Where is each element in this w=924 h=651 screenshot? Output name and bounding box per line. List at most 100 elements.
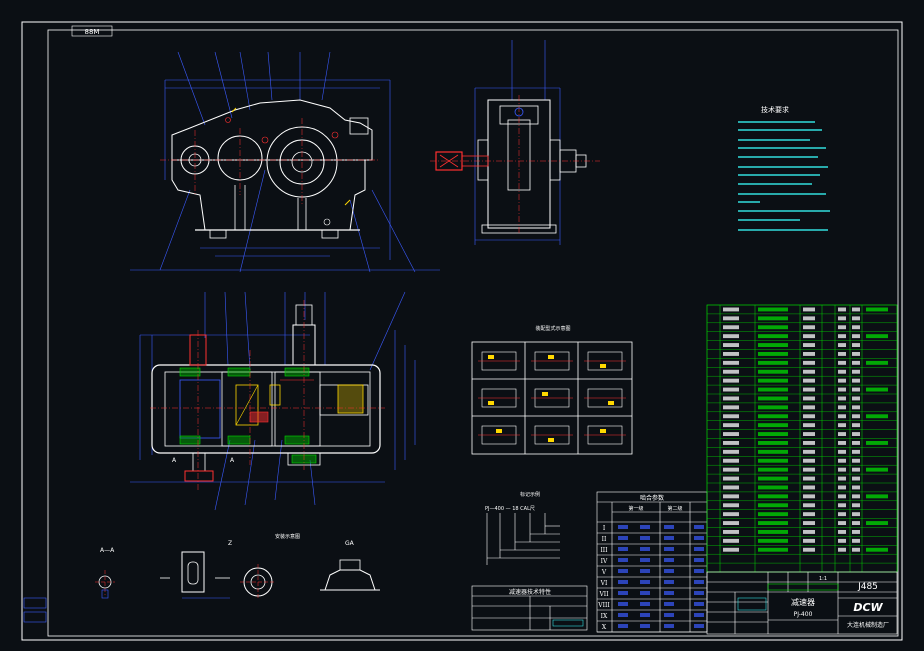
bom-cell-text bbox=[758, 476, 788, 481]
bom-cell-text bbox=[803, 476, 815, 481]
mesh-value-cell bbox=[618, 580, 628, 584]
bom-cell-text bbox=[803, 503, 815, 508]
bom-cell-text bbox=[723, 423, 739, 428]
bom-cell-text bbox=[852, 476, 860, 481]
bom-cell-text bbox=[723, 538, 739, 543]
bom-cell-text bbox=[803, 530, 815, 534]
mesh-value-cell bbox=[664, 558, 674, 562]
bom-cell-text bbox=[723, 316, 739, 321]
bom-cell-text bbox=[852, 467, 860, 472]
mesh-value-cell bbox=[694, 547, 704, 551]
mesh-value-cell bbox=[664, 547, 674, 551]
mesh-value-cell bbox=[640, 580, 650, 584]
bom-cell-text bbox=[803, 547, 815, 552]
mesh-row-label: III bbox=[600, 547, 608, 554]
mesh-table bbox=[596, 491, 708, 633]
bom-cell-text bbox=[803, 494, 815, 499]
bom-cell-text bbox=[723, 449, 739, 454]
bom-cell-text bbox=[852, 405, 860, 410]
bom-cell-text bbox=[838, 485, 846, 490]
bom-cell-text bbox=[758, 432, 788, 436]
code-box bbox=[71, 25, 113, 37]
mesh-value-cell bbox=[618, 558, 628, 562]
bom-cell-text bbox=[838, 467, 846, 472]
bom-cell-text bbox=[803, 521, 815, 525]
section-aa-label: A—A bbox=[100, 547, 115, 554]
mesh-value-cell bbox=[618, 547, 628, 551]
bom-cell-text bbox=[803, 325, 815, 330]
mesh-value-cell bbox=[640, 547, 650, 551]
bom-cell-text bbox=[803, 307, 815, 312]
bom-cell-text bbox=[852, 441, 860, 445]
bom-cell-text bbox=[758, 449, 788, 454]
bom-cell-text bbox=[838, 458, 846, 463]
bom-cell-text bbox=[852, 538, 860, 543]
bom-cell-text bbox=[803, 378, 815, 383]
bom-cell-text bbox=[723, 405, 739, 410]
bom-cell-text bbox=[852, 360, 860, 365]
bom-cell-text bbox=[852, 316, 860, 321]
mesh-value-cell bbox=[694, 536, 704, 540]
bom-cell-text bbox=[758, 530, 788, 534]
outer-border bbox=[21, 21, 903, 641]
mesh-row-label: II bbox=[602, 536, 607, 543]
bom-cell-text bbox=[723, 485, 739, 490]
bom-cell-text bbox=[758, 360, 788, 365]
mesh-row-label: VI bbox=[600, 580, 608, 587]
dwg-number: J485 bbox=[857, 582, 878, 592]
bom-cell-text bbox=[803, 414, 815, 419]
bom-cell-text bbox=[803, 360, 815, 365]
bom-cell-text bbox=[838, 316, 846, 321]
bom-cell-text bbox=[758, 396, 788, 401]
detail-views: A—A Z 安装示意图 GA bbox=[95, 533, 380, 600]
bom-cell-text bbox=[838, 476, 846, 481]
bom-cell-text bbox=[723, 343, 739, 347]
bom-cell-text bbox=[866, 307, 888, 312]
bom-cell-text bbox=[803, 449, 815, 454]
model-label: PJ—400 — 18 CAL尺 bbox=[485, 506, 535, 512]
bom-cell-text bbox=[838, 441, 846, 445]
bom-cell-text bbox=[758, 387, 788, 392]
bom-cell-text bbox=[852, 494, 860, 499]
bom-cell-text bbox=[758, 503, 788, 508]
bom-cell-text bbox=[838, 423, 846, 428]
bom-cell-text bbox=[838, 449, 846, 454]
bom-cell-text bbox=[838, 325, 846, 330]
bom-cell-text bbox=[758, 343, 788, 347]
mesh-value-cell bbox=[618, 624, 628, 628]
tech-req-title: 技术要求 bbox=[761, 105, 789, 114]
front-view bbox=[130, 51, 440, 273]
bom-cell-text bbox=[758, 494, 788, 499]
bom-cell-text bbox=[852, 396, 860, 401]
mesh-value-cell bbox=[618, 569, 628, 573]
bom-cell-text bbox=[803, 405, 815, 410]
mesh-value-cell bbox=[640, 558, 650, 562]
bom-cell-text bbox=[852, 423, 860, 428]
bom-cell-text bbox=[723, 494, 739, 499]
bom-cell-text bbox=[803, 432, 815, 436]
bom-cell-text bbox=[803, 423, 815, 428]
spec-box-title: 减速器技术特性 bbox=[509, 588, 551, 596]
bom-cell-text bbox=[852, 521, 860, 525]
technical-requirements: 技术要求 bbox=[738, 105, 830, 231]
model-designation: 标记示例 PJ—400 — 18 CAL尺 bbox=[485, 491, 560, 565]
mesh-value-cell bbox=[664, 525, 674, 529]
mesh-value-cell bbox=[664, 569, 674, 573]
bom-cell-text bbox=[852, 343, 860, 347]
bom-cell-text bbox=[852, 432, 860, 436]
side-view bbox=[430, 40, 600, 245]
bom-cell-text bbox=[723, 512, 739, 517]
mesh-row-label: VIII bbox=[597, 602, 610, 609]
mesh-row-label: IV bbox=[601, 558, 608, 565]
bom-cell-text bbox=[758, 352, 788, 356]
bom-cell-text bbox=[838, 378, 846, 383]
bom-cell-text bbox=[723, 414, 739, 419]
bom-cell-text bbox=[852, 352, 860, 356]
mesh-row-label: I bbox=[603, 525, 606, 532]
bom-cell-text bbox=[852, 369, 860, 374]
bom-cell-text bbox=[866, 387, 888, 392]
bom-cell-text bbox=[723, 352, 739, 356]
bom-cell-text bbox=[803, 387, 815, 392]
bom-cell-text bbox=[723, 369, 739, 374]
plan-view: A A bbox=[130, 291, 416, 511]
